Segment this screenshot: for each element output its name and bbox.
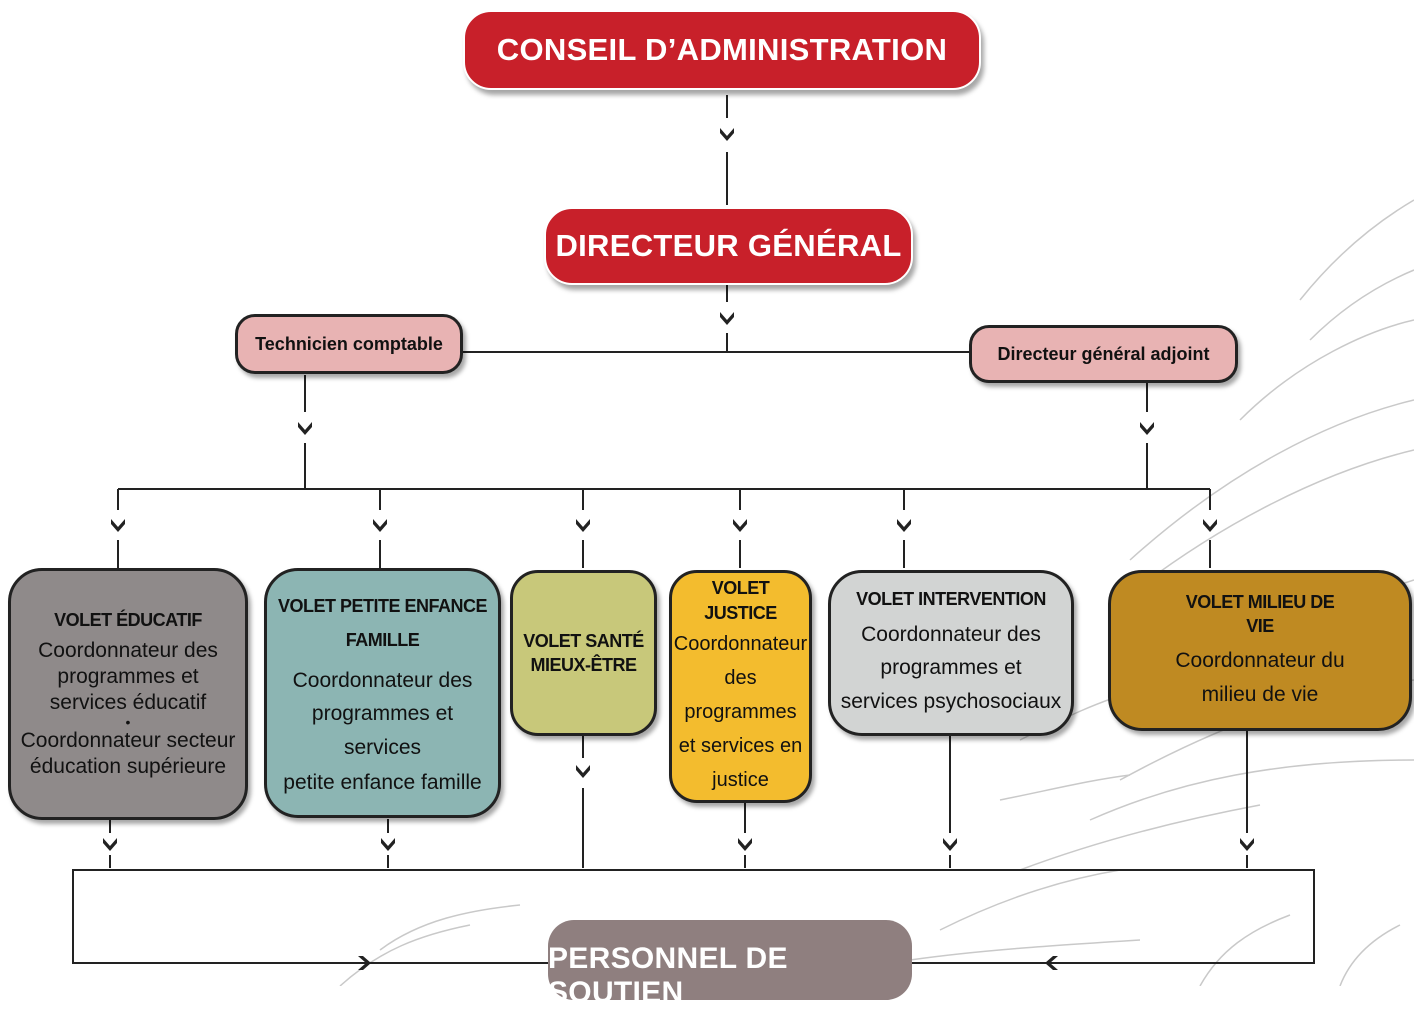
- volet-justice-line1: Coordonnateur des programmes et services…: [673, 632, 808, 791]
- volet-milieu-box: VOLET MILIEU DE VIE Coordonnateur du mil…: [1108, 570, 1412, 731]
- volet-educatif-title: VOLET ÉDUCATIF: [54, 609, 202, 630]
- conseil-administration-node: CONSEIL D’ADMINISTRATION: [463, 10, 981, 90]
- volet-milieu-title: VOLET MILIEU DE VIE: [1185, 591, 1335, 636]
- volet-sante-title: VOLET SANTÉ MIEUX-ÊTRE: [523, 630, 644, 675]
- volet-justice-box: VOLET JUSTICE Coordonnateur des programm…: [669, 570, 812, 803]
- directeur-general-label: DIRECTEUR GÉNÉRAL: [555, 228, 902, 263]
- volet-petite-enfance-line2: petite enfance famille: [283, 771, 482, 795]
- personnel-soutien-label: PERSONNEL DE SOUTIEN: [548, 942, 788, 1009]
- org-chart: CONSEIL D’ADMINISTRATION DIRECTEUR GÉNÉR…: [8, 10, 1414, 1000]
- technicien-comptable-node: Technicien comptable: [235, 314, 463, 374]
- connector-lines: [72, 95, 1414, 986]
- conseil-administration-label: CONSEIL D’ADMINISTRATION: [496, 32, 948, 67]
- chevron-arrows: [103, 128, 1254, 970]
- volet-intervention-box: VOLET INTERVENTION Coordonnateur des pro…: [828, 570, 1074, 736]
- directeur-adjoint-label: Directeur général adjoint: [997, 343, 1210, 364]
- volet-educatif-box: VOLET ÉDUCATIF Coordonnateur des program…: [8, 568, 248, 820]
- volet-milieu-line1: Coordonnateur du milieu de vie: [1175, 649, 1345, 706]
- volet-educatif-line1: Coordonnateur des programmes et services…: [38, 638, 218, 715]
- directeur-adjoint-node: Directeur général adjoint: [969, 325, 1238, 383]
- volet-intervention-title: VOLET INTERVENTION: [856, 589, 1046, 610]
- volet-educatif-line2: Coordonnateur secteur éducation supérieu…: [20, 728, 236, 779]
- volet-petite-enfance-box: VOLET PETITE ENFANCE FAMILLE Coordonnate…: [264, 568, 501, 818]
- volet-sante-box: VOLET SANTÉ MIEUX-ÊTRE: [510, 570, 657, 736]
- technicien-comptable-label: Technicien comptable: [255, 333, 443, 354]
- volet-petite-enfance-line1: Coordonnateur des programmes et services: [292, 668, 473, 759]
- personnel-soutien-node: PERSONNEL DE SOUTIEN: [548, 920, 912, 1009]
- directeur-general-node: DIRECTEUR GÉNÉRAL: [544, 207, 913, 285]
- volet-justice-title: VOLET JUSTICE: [704, 578, 777, 623]
- volet-petite-enfance-title: VOLET PETITE ENFANCE FAMILLE: [277, 596, 488, 651]
- volet-educatif-bullet: •: [125, 713, 131, 730]
- volet-intervention-line1: Coordonnateur des programmes et services…: [840, 622, 1062, 713]
